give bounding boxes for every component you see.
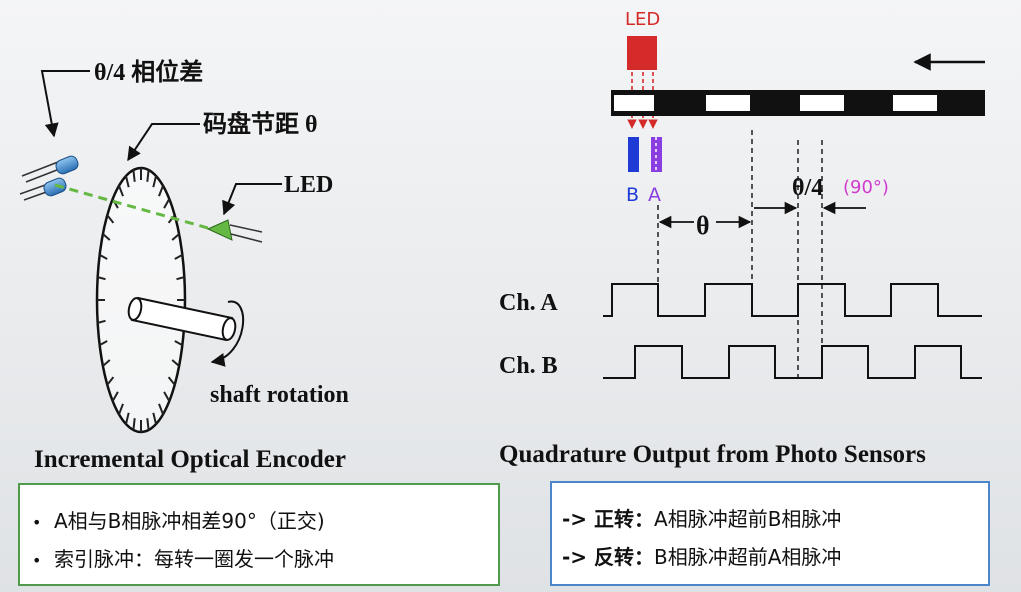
phase-label: θ/4 相位差 bbox=[94, 58, 203, 86]
disk-tick bbox=[102, 233, 111, 241]
quadrature-diagram: LED B A θ bbox=[499, 9, 985, 380]
note-bullet-2: • 索引脉冲：每转一圈发一个脉冲 bbox=[32, 543, 334, 572]
sensor-b-label: B bbox=[626, 184, 639, 206]
disk-tick bbox=[125, 412, 130, 425]
disk-tick bbox=[97, 319, 106, 324]
reverse-description: B相脉冲超前A相脉冲 bbox=[654, 545, 842, 569]
disk-tick bbox=[171, 233, 180, 241]
right-notes-box: -> 正转：A相脉冲超前B相脉冲 -> 反转：B相脉冲超前A相脉冲 bbox=[550, 481, 990, 586]
led-pointer bbox=[222, 183, 282, 216]
note-bullet-1: • A相与B相脉冲相差90°（正交) bbox=[32, 505, 325, 534]
sensor-b-icon bbox=[628, 137, 639, 172]
forward-arrow-text: -> bbox=[562, 507, 595, 531]
disk-tick bbox=[99, 254, 108, 260]
rotation-arrow-icon bbox=[210, 300, 245, 367]
guide-lines bbox=[657, 130, 823, 380]
phase-pointer bbox=[40, 70, 90, 138]
disk-tick bbox=[97, 276, 106, 281]
disk-tick bbox=[132, 169, 136, 182]
disk-tick bbox=[146, 169, 150, 182]
reverse-label: 反转： bbox=[594, 545, 655, 569]
channel-b-waveform bbox=[603, 345, 982, 379]
led-emitter-icon bbox=[206, 219, 263, 243]
led-block-icon bbox=[627, 36, 657, 70]
disk-tick bbox=[102, 359, 111, 367]
left-notes-box: • A相与B相脉冲相差90°（正交) • 索引脉冲：每转一圈发一个脉冲 bbox=[18, 483, 500, 586]
reverse-arrow-text: -> bbox=[562, 545, 595, 569]
disk-tick bbox=[118, 185, 124, 197]
pitch-label: 码盘节距 θ bbox=[203, 110, 318, 138]
photo-sensors-icon bbox=[19, 155, 79, 201]
channel-b-label: Ch. B bbox=[499, 353, 558, 379]
disk-tick bbox=[163, 391, 171, 402]
led-beam bbox=[54, 183, 216, 232]
code-strip bbox=[611, 90, 985, 116]
bullet-dot-icon: • bbox=[32, 551, 42, 570]
disk-tick bbox=[106, 376, 115, 386]
disk-tick bbox=[106, 214, 115, 224]
forward-rotation-note: -> 正转：A相脉冲超前B相脉冲 bbox=[562, 503, 841, 532]
disk-tick bbox=[158, 403, 164, 415]
note-text-2: 索引脉冲：每转一圈发一个脉冲 bbox=[54, 547, 334, 571]
sensor-a-label: A bbox=[648, 184, 661, 206]
disk-tick bbox=[163, 198, 171, 209]
theta-quarter-label: θ/4 bbox=[792, 175, 823, 201]
left-caption: Incremental Optical Encoder bbox=[34, 446, 346, 473]
ninety-degree-label: (90°) bbox=[843, 177, 889, 198]
forward-label: 正转： bbox=[594, 507, 655, 531]
disk-tick bbox=[167, 376, 176, 386]
theta-label: θ bbox=[696, 211, 710, 240]
disk-tick bbox=[111, 391, 119, 402]
led-top-label: LED bbox=[625, 9, 660, 30]
disk-tick bbox=[146, 418, 150, 431]
disk-tick bbox=[158, 185, 164, 197]
right-caption: Quadrature Output from Photo Sensors bbox=[499, 441, 926, 468]
reverse-rotation-note: -> 反转：B相脉冲超前A相脉冲 bbox=[562, 541, 841, 570]
disk-tick bbox=[99, 340, 108, 346]
disk-tick bbox=[152, 175, 157, 188]
disk-tick bbox=[171, 359, 180, 367]
channel-a-label: Ch. A bbox=[499, 290, 558, 316]
shaft bbox=[127, 296, 237, 342]
disk-tick bbox=[174, 340, 183, 346]
forward-description: A相脉冲超前B相脉冲 bbox=[654, 507, 842, 531]
disk-tick bbox=[132, 418, 136, 431]
pitch-pointer bbox=[127, 123, 200, 162]
disk-tick bbox=[176, 276, 185, 281]
bullet-dot-icon: • bbox=[32, 513, 42, 532]
led-label: LED bbox=[284, 172, 333, 198]
shaft-rotation-label: shaft rotation bbox=[210, 382, 349, 408]
disk-tick bbox=[125, 175, 130, 188]
disk-tick bbox=[174, 254, 183, 260]
note-text-1: A相与B相脉冲相差90°（正交) bbox=[54, 509, 325, 533]
channel-a-waveform bbox=[603, 283, 982, 317]
sensor-a-icon bbox=[651, 137, 662, 172]
encoder-illustration bbox=[19, 70, 282, 434]
disk-tick bbox=[118, 403, 124, 415]
disk-tick bbox=[152, 412, 157, 425]
